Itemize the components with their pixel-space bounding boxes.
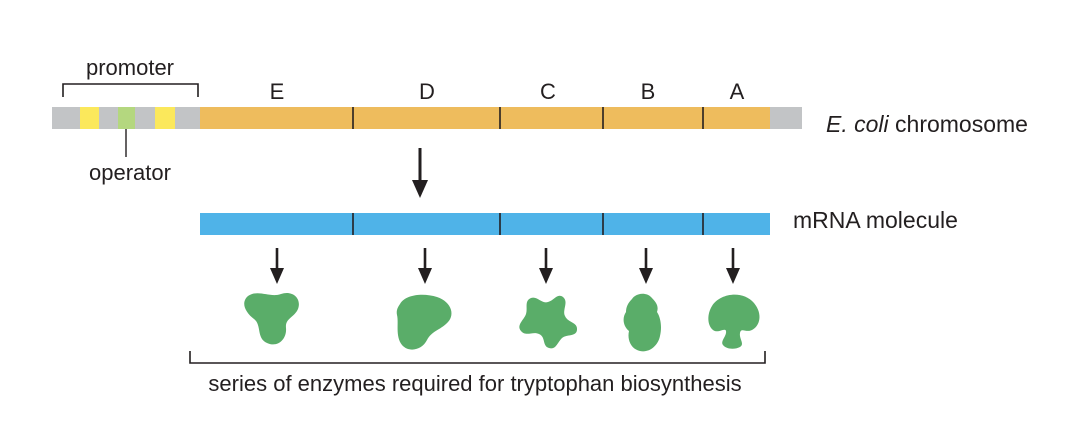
down-arrow-icon: [639, 248, 653, 284]
mrna-bar: [200, 213, 770, 235]
enzyme-d-shape-icon: [396, 294, 452, 350]
gene-region: [200, 107, 770, 129]
promoter-box-1: [80, 107, 99, 129]
operator-label: operator: [89, 160, 171, 185]
down-arrow-icon: [270, 248, 284, 284]
chromosome-label: E. coli chromosome: [826, 111, 1028, 137]
chromosome-right-flank: [770, 107, 802, 129]
enzyme-c-shape-icon: [519, 295, 578, 349]
enzyme-b-shape-icon: [623, 293, 661, 352]
gene-label-b: B: [641, 79, 656, 104]
chromosome-label-italic: E. coli: [826, 111, 890, 137]
down-arrow-icon: [412, 148, 428, 198]
enzymes-caption: series of enzymes required for tryptopha…: [208, 371, 741, 396]
gene-label-c: C: [540, 79, 556, 104]
chromosome-bar: [52, 107, 802, 129]
gene-label-e: E: [270, 79, 285, 104]
enzymes-bracket: [189, 351, 766, 364]
operator-box: [118, 107, 135, 129]
gene-label-a: A: [730, 79, 745, 104]
promoter-box-2: [155, 107, 175, 129]
mrna-label: mRNA molecule: [793, 207, 958, 233]
chromosome-label-rest: chromosome: [889, 111, 1028, 137]
down-arrow-icon: [418, 248, 432, 284]
promoter-bracket: [62, 83, 199, 97]
down-arrow-icon: [539, 248, 553, 284]
enzyme-a-shape-icon: [708, 294, 760, 349]
promoter-label: promoter: [86, 55, 174, 80]
enzyme-e-shape-icon: [244, 292, 299, 345]
down-arrow-icon: [726, 248, 740, 284]
gene-label-d: D: [419, 79, 435, 104]
